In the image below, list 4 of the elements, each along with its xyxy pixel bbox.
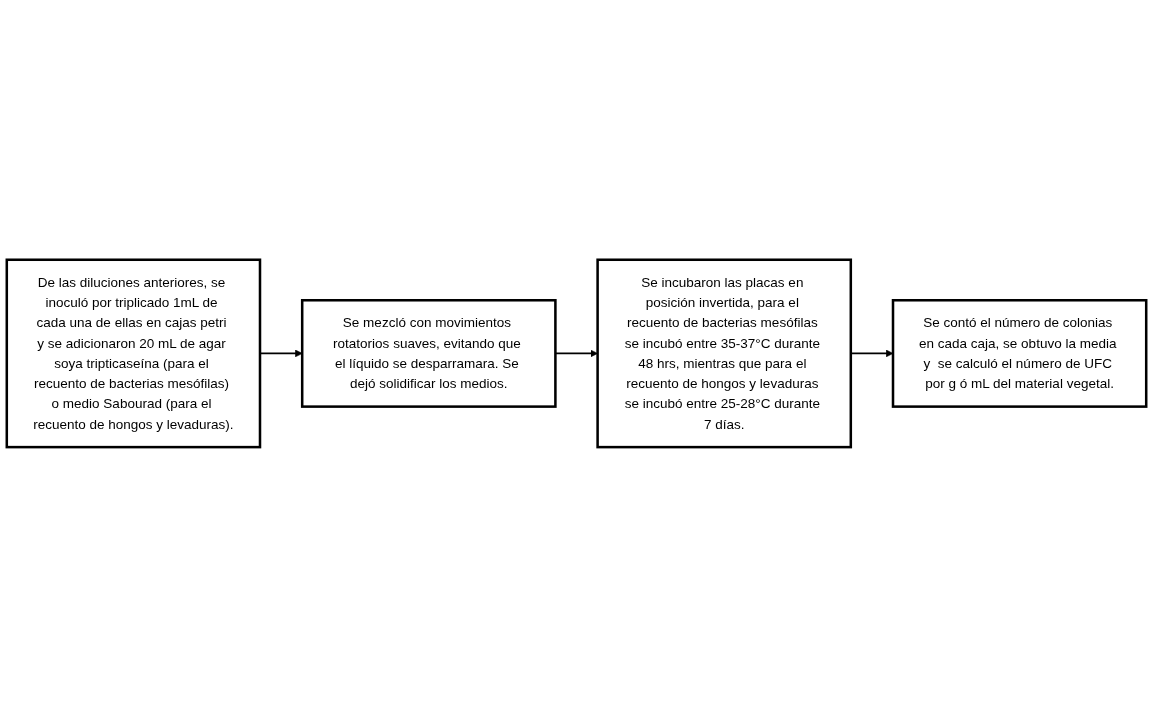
node-box: Se contó el número de colonias en cada caja, se obtuvo la media y se calculó el número de UFC por g ó mL del material vegetal. [891, 299, 1148, 408]
node-box: Se mezcló con movimientos rotatorios suaves, evitando que el líquido se desparramara. Se dejó solidificar los medios. [300, 299, 557, 408]
node-box: De las diluciones anteriores, se inoculó por triplicado 1mL de cada una de ellas en cajas petri y se adicionaron 20 mL de agar soya tripticaseína (para el recuento de bacterias mesófilas) o medio Sabourad (para el recuento de hongos y levaduras). [5, 258, 262, 449]
node-box: Se incubaron las placas en posición invertida, para el recuento de bacterias mesófilas se incubó entre 35-37°C durante 48 hrs, mientras que para el recuento de hongos y levaduras se incubó entre 25-28°C durante 7 días. [596, 258, 853, 449]
